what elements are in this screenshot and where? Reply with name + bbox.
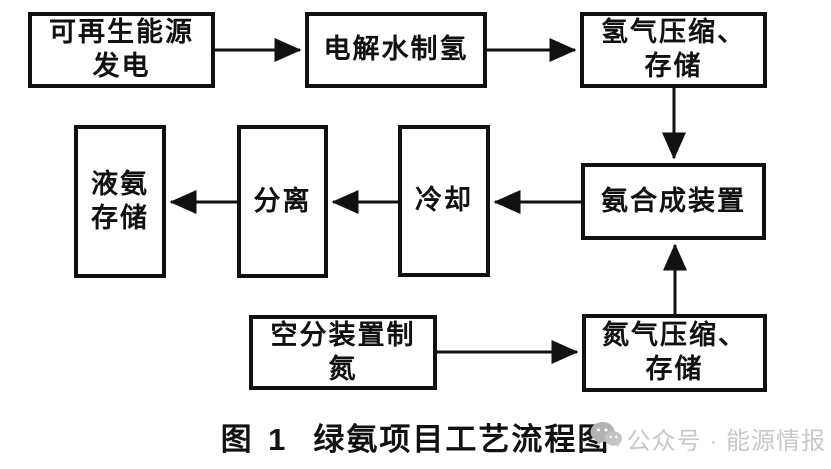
node-electrolysis: 电解水制氢 bbox=[305, 12, 487, 88]
figure-number: 图 1 bbox=[220, 422, 290, 457]
node-air-separation: 空分装置制 氮 bbox=[249, 315, 437, 390]
figure-caption: 图 1 绿氨项目工艺流程图 bbox=[0, 414, 831, 459]
wechat-icon bbox=[590, 421, 622, 456]
node-renewable-power: 可再生能源 发电 bbox=[28, 12, 215, 88]
node-n2-compression-storage: 氮气压缩、 存储 bbox=[582, 314, 767, 392]
node-separation: 分离 bbox=[237, 125, 328, 278]
node-ammonia-synthesis: 氨合成装置 bbox=[581, 163, 766, 240]
node-cooling: 冷却 bbox=[398, 125, 490, 277]
watermark-text: 公众号 · 能源情报 bbox=[626, 428, 826, 455]
watermark: 公众号 · 能源情报 bbox=[590, 421, 826, 456]
node-h2-compression-storage: 氢气压缩、 存储 bbox=[580, 12, 767, 88]
figure-title: 绿氨项目工艺流程图 bbox=[313, 422, 611, 457]
node-liquid-ammonia-storage: 液氨 存储 bbox=[74, 125, 166, 278]
